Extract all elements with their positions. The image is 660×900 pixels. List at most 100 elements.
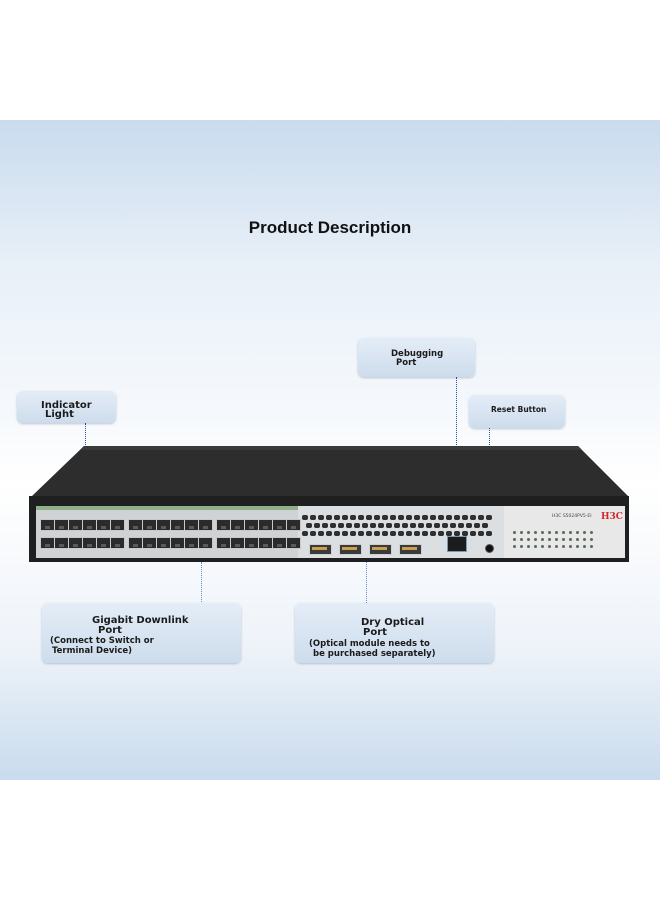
rj45-port[interactable] (96, 519, 111, 531)
sfp-port[interactable] (309, 544, 332, 555)
vent-hole (358, 515, 364, 520)
indicator-led (513, 538, 516, 541)
rj45-port[interactable] (110, 537, 125, 549)
indicator-led (527, 538, 530, 541)
indicator-led (534, 545, 537, 548)
debugging-port-callout: Debugging Port (358, 338, 475, 377)
vent-hole (326, 531, 332, 536)
rj45-port[interactable] (40, 519, 55, 531)
rj45-port[interactable] (230, 537, 245, 549)
rj45-port[interactable] (272, 537, 287, 549)
indicator-led (555, 538, 558, 541)
rj45-port[interactable] (184, 537, 199, 549)
vent-hole (378, 523, 384, 528)
console-port[interactable] (447, 536, 467, 552)
vent-hole (398, 531, 404, 536)
reset-button[interactable] (485, 544, 494, 553)
vent-hole (318, 515, 324, 520)
rj45-port[interactable] (216, 519, 231, 531)
rj45-port[interactable] (54, 519, 69, 531)
rj45-port[interactable] (286, 537, 301, 549)
vent-hole (350, 531, 356, 536)
vent-hole (410, 523, 416, 528)
optical-connector-line (366, 560, 367, 603)
rj45-port[interactable] (128, 519, 143, 531)
debugging-port-label: Debugging (391, 349, 444, 359)
gigabit-downlink-label-2: Port (98, 625, 122, 636)
vent-hole (422, 515, 428, 520)
vent-hole (334, 515, 340, 520)
vent-hole (454, 531, 460, 536)
rj45-port[interactable] (40, 537, 55, 549)
rj45-port[interactable] (244, 537, 259, 549)
vent-hole (374, 531, 380, 536)
rj45-port[interactable] (170, 537, 185, 549)
vent-hole (334, 531, 340, 536)
reset-connector-line (489, 428, 490, 545)
indicator-connector-line (85, 423, 86, 515)
rj45-port[interactable] (156, 519, 171, 531)
vent-hole (350, 515, 356, 520)
rj45-port[interactable] (170, 519, 185, 531)
rj45-port[interactable] (272, 519, 287, 531)
vent-hole (454, 515, 460, 520)
indicator-led (576, 538, 579, 541)
rj45-port[interactable] (96, 537, 111, 549)
rj45-port[interactable] (82, 537, 97, 549)
vent-hole (310, 515, 316, 520)
rj45-port[interactable] (68, 519, 83, 531)
rj45-port[interactable] (230, 519, 245, 531)
vent-hole (322, 523, 328, 528)
vent-hole (470, 531, 476, 536)
brand-logo: H3C (601, 512, 623, 522)
vent-hole (330, 523, 336, 528)
vent-hole (386, 523, 392, 528)
rj45-port[interactable] (128, 537, 143, 549)
dry-optical-note: (Optical module needs to (309, 639, 430, 649)
vent-hole (374, 515, 380, 520)
rj45-port[interactable] (82, 519, 97, 531)
indicator-led (569, 545, 572, 548)
rj45-port[interactable] (156, 537, 171, 549)
vent-hole (402, 523, 408, 528)
vent-hole (430, 531, 436, 536)
vent-hole (342, 515, 348, 520)
sfp-port[interactable] (369, 544, 392, 555)
vent-hole (462, 531, 468, 536)
rj45-port[interactable] (184, 519, 199, 531)
page-title: Product Description (248, 218, 412, 237)
rj45-port[interactable] (110, 519, 125, 531)
rj45-port[interactable] (142, 519, 157, 531)
rj45-port[interactable] (244, 519, 259, 531)
sfp-port[interactable] (399, 544, 422, 555)
vent-hole (450, 523, 456, 528)
dry-optical-label: Dry Optical (361, 617, 425, 628)
vent-hole (474, 523, 480, 528)
vent-hole (418, 523, 424, 528)
rj45-port[interactable] (198, 519, 213, 531)
indicator-led (520, 545, 523, 548)
rj45-port[interactable] (216, 537, 231, 549)
vent-hole (458, 523, 464, 528)
vent-hole (370, 523, 376, 528)
rj45-port[interactable] (68, 537, 83, 549)
vent-hole (390, 531, 396, 536)
indicator-led (583, 531, 586, 534)
vent-hole (438, 515, 444, 520)
indicator-led (513, 545, 516, 548)
indicator-led (590, 531, 593, 534)
sfp-port[interactable] (339, 544, 362, 555)
indicator-led (541, 545, 544, 548)
vent-hole (482, 523, 488, 528)
vent-hole (414, 531, 420, 536)
rj45-port[interactable] (258, 519, 273, 531)
rj45-port[interactable] (286, 519, 301, 531)
indicator-led (583, 545, 586, 548)
indicator-led (562, 531, 565, 534)
vent-hole (478, 531, 484, 536)
rj45-port[interactable] (258, 537, 273, 549)
rj45-port[interactable] (142, 537, 157, 549)
rj45-port[interactable] (198, 537, 213, 549)
debugging-connector-line (456, 377, 457, 527)
rj45-port[interactable] (54, 537, 69, 549)
